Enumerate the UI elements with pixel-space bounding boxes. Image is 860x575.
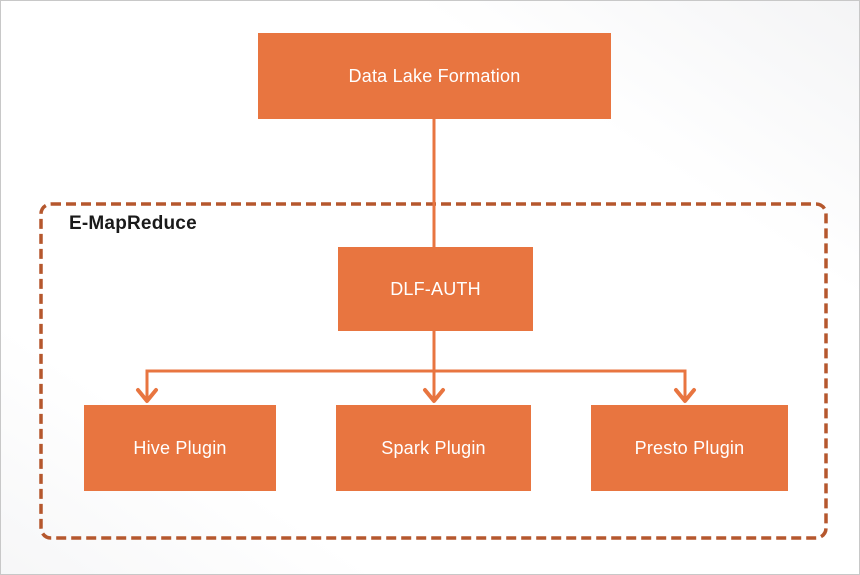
- connector-branch: [145, 369, 687, 398]
- node-data-lake-formation: Data Lake Formation: [258, 33, 611, 119]
- arrowhead-hive-icon: [136, 388, 158, 403]
- node-dlf-auth-label: DLF-AUTH: [390, 278, 481, 299]
- node-presto-plugin-label: Presto Plugin: [634, 437, 745, 458]
- node-presto-plugin: Presto Plugin: [591, 405, 788, 491]
- node-dlf-auth: DLF-AUTH: [338, 247, 533, 331]
- node-hive-plugin-label: Hive Plugin: [133, 437, 227, 458]
- node-spark-plugin: Spark Plugin: [336, 405, 531, 491]
- arrowhead-presto-icon: [674, 388, 696, 403]
- node-data-lake-formation-label: Data Lake Formation: [348, 65, 521, 86]
- arrowhead-spark-icon: [423, 388, 445, 403]
- node-hive-plugin: Hive Plugin: [84, 405, 276, 491]
- emapreduce-container-label: E-MapReduce: [69, 213, 197, 234]
- node-spark-plugin-label: Spark Plugin: [381, 437, 486, 458]
